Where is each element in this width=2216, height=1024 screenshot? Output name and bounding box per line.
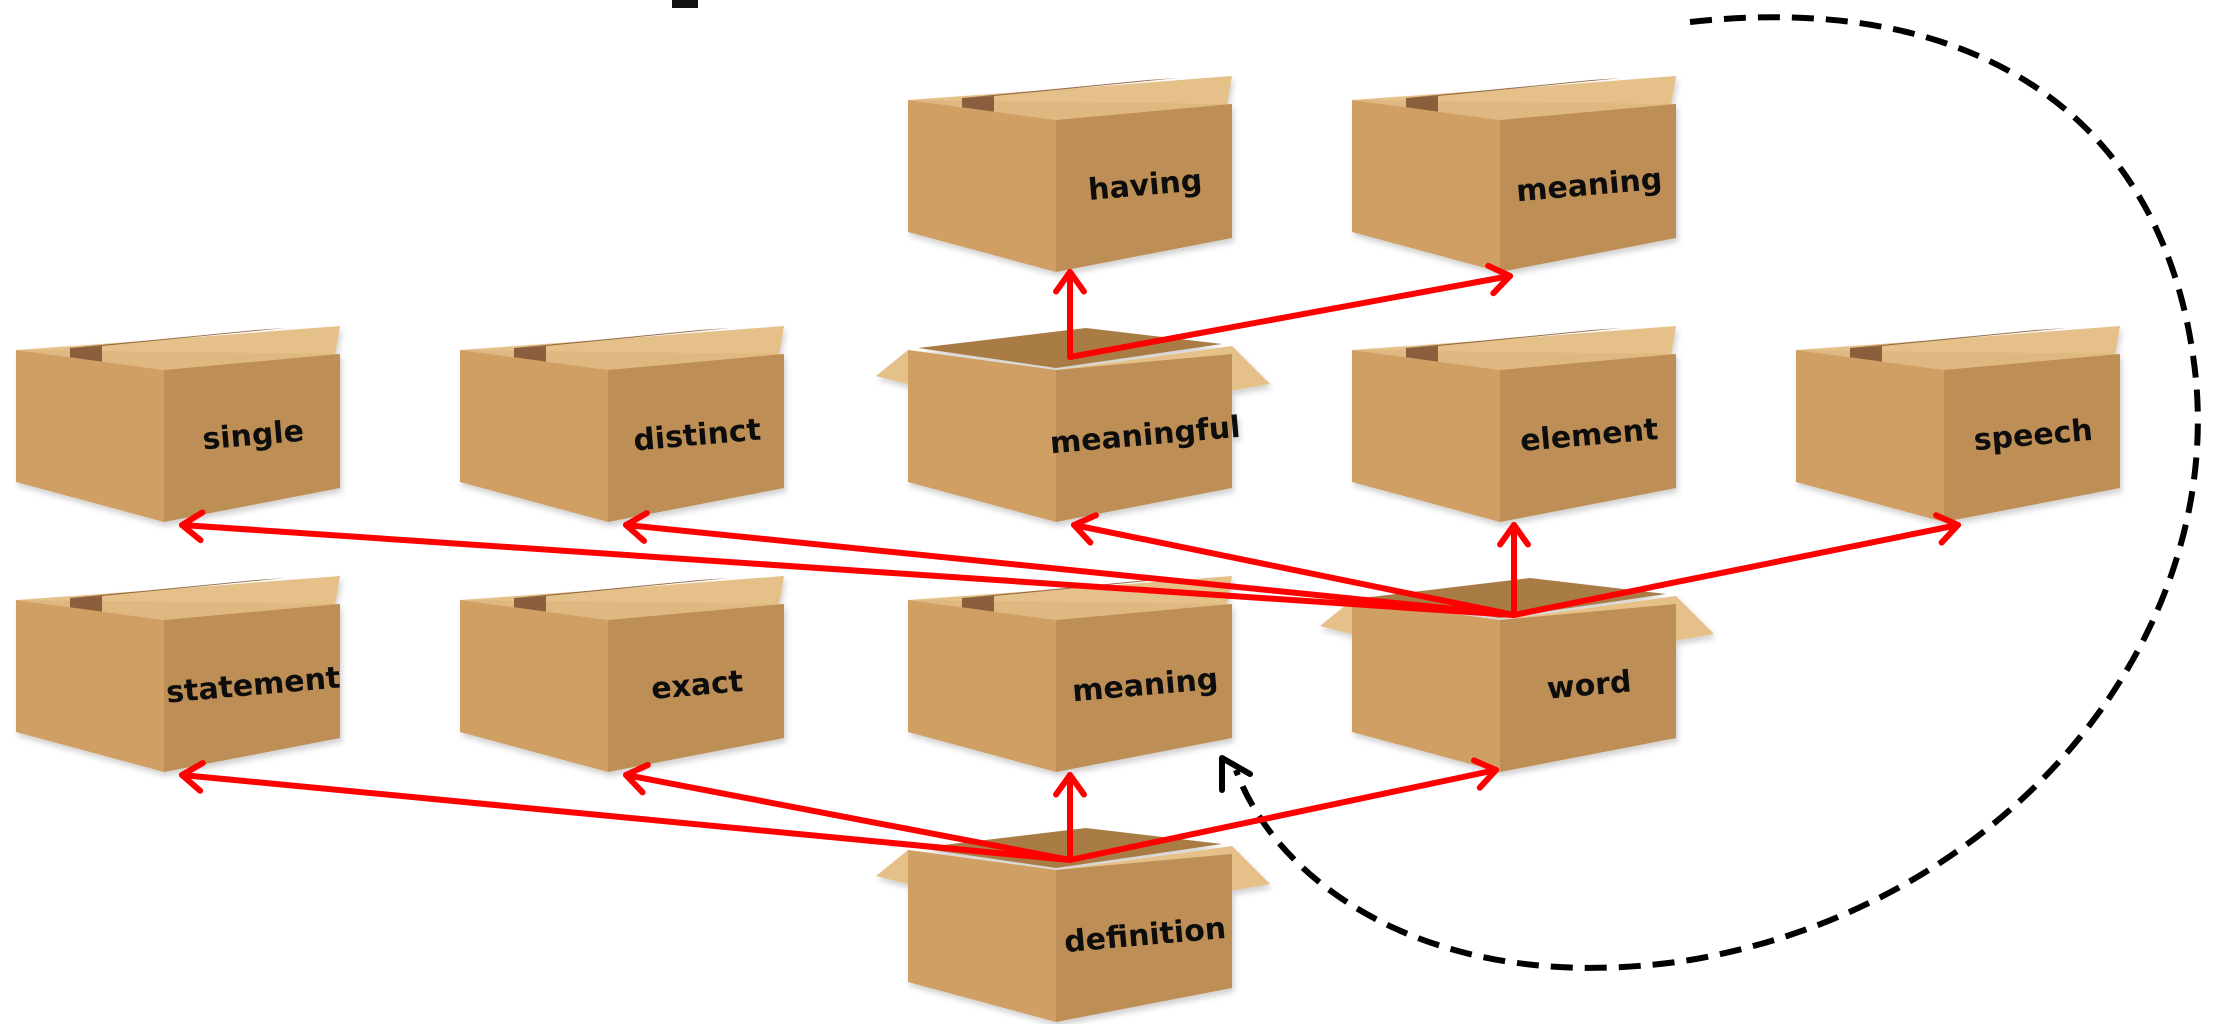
arrow-word-to-meaningful [1071,512,1517,618]
arrow-meaningful-to-meaning_top [1067,262,1513,360]
box-distinct: distinct [460,326,784,522]
box-side-face [608,354,784,522]
box-front-face [460,350,608,522]
arrow-head [1933,512,1961,546]
dashed-loop-layer [1219,14,2201,971]
arrow-word-to-speech [1511,512,1961,618]
arrow-word-to-distinct [623,510,1517,618]
box-front-face [16,350,164,522]
box-front-face [1796,350,1944,522]
arrow-shaft [1067,273,1513,360]
arrow-head [623,510,650,544]
arrow-head [1071,512,1099,546]
box-side-face [1056,354,1232,522]
box-label: exact [650,664,745,707]
box-side-face [1056,604,1232,772]
arrow-definition-to-word [1067,757,1499,863]
arrow-word-to-single [179,509,1517,618]
arrow-shaft [623,772,1073,863]
loop-word-to-meaning_mid [1219,14,2201,971]
box-front-face [908,600,1056,772]
box-meaning_mid: meaning [908,576,1232,772]
arrow-shaft [1067,767,1499,863]
arrow-shaft [1071,522,1517,618]
arrow-head [179,509,206,544]
box-single: single [16,326,340,522]
box-side-face [1944,354,2120,522]
tape-strip-top [1406,78,1622,98]
arrow-head [1053,772,1087,798]
box-front-face [460,600,608,772]
box-side-face [1500,104,1676,272]
box-exact: exact [460,576,784,772]
arrow-head [179,759,206,794]
box-side-face [1500,604,1676,772]
box-word: word [1320,578,1714,772]
box-element: element [1352,326,1676,522]
box-front-face [908,350,1056,522]
box-front-face [1352,600,1500,772]
tape-strip-top [1850,328,2066,348]
dashed-loop-arrowhead [1219,755,1253,793]
box-front-face [16,600,164,772]
tape-strip-top [70,578,286,598]
arrow-head [1497,522,1531,548]
box-side-face [1056,854,1232,1022]
box-front-face [1352,100,1500,272]
tape-strip-top [70,328,286,348]
tape-strip-top [514,578,730,598]
arrow-layer [179,262,1961,863]
arrow-definition-to-exact [623,761,1073,863]
tape-strip-top [514,328,730,348]
box-side-face [1056,104,1232,272]
box-having: having [908,76,1232,272]
arrow-definition-to-statement [179,759,1073,863]
box-meaning_top: meaning [1352,76,1676,272]
arrow-word-to-element [1497,522,1531,618]
arrow-shaft [179,522,1517,618]
cropped-title-fragment [672,0,698,8]
box-label: word [1546,664,1633,706]
box-statement: statement [16,576,342,772]
arrow-shaft [1511,522,1961,618]
arrow-shaft [623,522,1517,618]
box-front-face [908,100,1056,272]
arrow-head [1485,262,1513,297]
box-definition: definition [876,828,1270,1022]
tape-strip-top [1406,328,1622,348]
box-speech: speech [1796,326,2120,522]
arrow-head [1471,757,1499,791]
box-side-face [608,604,784,772]
box-side-face [1500,354,1676,522]
arrow-meaningful-to-having [1053,269,1087,360]
box-front-face [908,850,1056,1022]
box-front-face [1352,350,1500,522]
box-side-face [164,354,340,522]
arrow-head [623,761,651,796]
arrow-head [1053,269,1087,295]
arrow-definition-to-meaning_mid [1053,772,1087,863]
box-side-face [164,604,340,772]
tape-strip-top [962,78,1178,98]
arrow-shaft [179,772,1073,863]
